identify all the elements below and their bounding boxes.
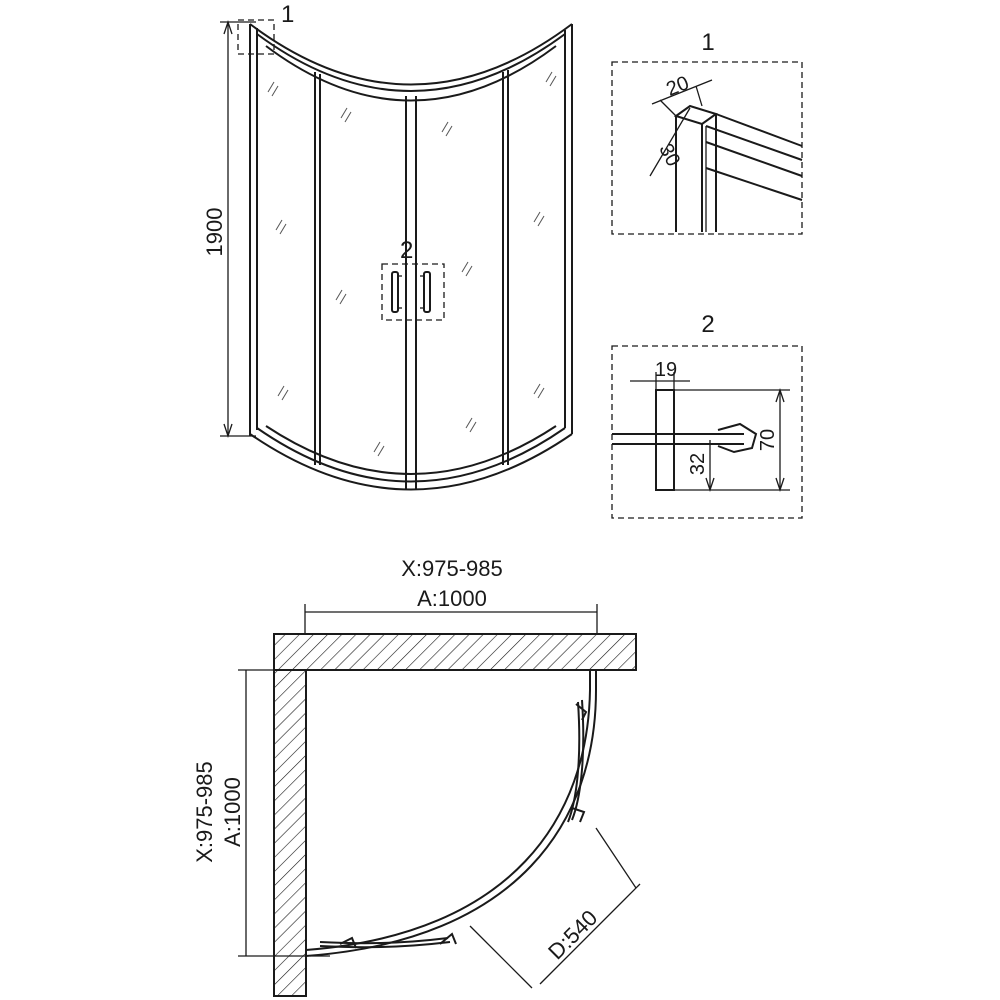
plan-d-label: D:540 bbox=[543, 905, 602, 964]
curved-enclosure-plan bbox=[305, 670, 597, 957]
height-label: 1900 bbox=[202, 208, 227, 257]
height-dimension: 1900 bbox=[202, 19, 256, 439]
plan-x-range-side: X:975-985 bbox=[192, 761, 217, 863]
glass-reflections bbox=[267, 71, 557, 457]
enclosure-frame bbox=[249, 23, 573, 491]
detail-2-dim-offset: 32 bbox=[687, 453, 709, 475]
callout-2: 2 bbox=[381, 237, 445, 321]
detail-2-dim-height: 70 bbox=[757, 429, 779, 451]
plan-a-side: A:1000 bbox=[220, 777, 245, 847]
plan-view: X:975-985 A:1000 X:975-985 A:1000 bbox=[192, 556, 641, 997]
detail-1-dim-width: 20 bbox=[663, 72, 692, 101]
callout-1-label: 1 bbox=[281, 1, 294, 28]
detail-2-dim-width: 19 bbox=[655, 359, 677, 381]
detail-2: 2 19 70 32 bbox=[611, 311, 803, 519]
detail-2-title: 2 bbox=[701, 311, 714, 338]
door-handles bbox=[391, 271, 431, 313]
detail-1: 1 20 30 bbox=[611, 29, 803, 235]
walls bbox=[273, 633, 637, 997]
diagonal-dimension: D:540 bbox=[469, 827, 641, 989]
front-view: 1900 bbox=[202, 1, 573, 491]
detail-1-dim-depth: 30 bbox=[654, 140, 684, 170]
callout-1: 1 bbox=[237, 1, 294, 55]
plan-x-range-top: X:975-985 bbox=[401, 556, 503, 581]
callout-2-label: 2 bbox=[400, 237, 413, 264]
detail-1-title: 1 bbox=[701, 29, 714, 56]
plan-a-top: A:1000 bbox=[417, 586, 487, 611]
panel-separators bbox=[314, 70, 509, 490]
